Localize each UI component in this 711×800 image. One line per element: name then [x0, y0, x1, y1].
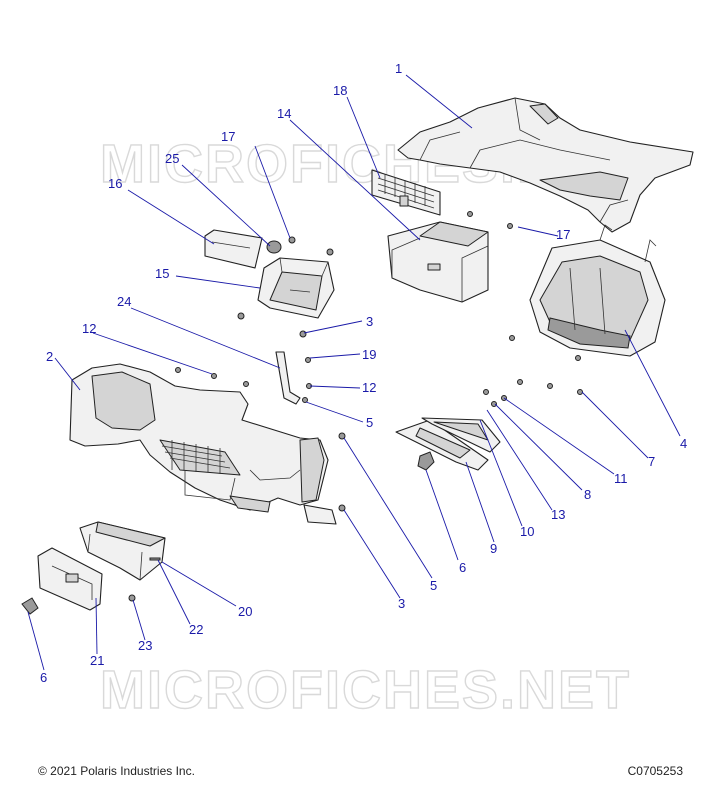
callout-5-upper: 5 — [366, 415, 373, 430]
callout-21: 21 — [90, 653, 104, 668]
callout-17-right: 17 — [556, 227, 570, 242]
callout-9: 9 — [490, 541, 497, 556]
callout-13: 13 — [551, 507, 565, 522]
callout-19: 19 — [362, 347, 376, 362]
watermark-bottom: MICROFICHES.NET — [100, 660, 631, 720]
part-grille-bracket — [371, 169, 441, 216]
part-glove-lid — [395, 419, 489, 471]
callout-4: 4 — [680, 436, 687, 451]
callout-2: 2 — [46, 349, 53, 364]
callout-20: 20 — [238, 604, 252, 619]
leader-lines — [27, 74, 681, 671]
part-vent-housing — [529, 224, 666, 357]
callout-15: 15 — [155, 266, 169, 281]
callout-25: 25 — [165, 151, 179, 166]
part-latch-lower — [21, 597, 39, 615]
part-support-bracket — [275, 351, 301, 405]
part-latch-upper — [417, 451, 435, 471]
callout-14: 14 — [277, 106, 291, 121]
callout-24: 24 — [117, 294, 131, 309]
callout-3-lower: 3 — [398, 596, 405, 611]
callout-6-lower: 6 — [40, 670, 47, 685]
callout-7: 7 — [648, 454, 655, 469]
part-upper-dash-panel — [397, 97, 694, 233]
callout-17-upper-left: 17 — [221, 129, 235, 144]
figure-code: C0705253 — [627, 764, 683, 778]
part-storage-bin — [387, 221, 489, 303]
callout-16: 16 — [108, 176, 122, 191]
part-small-cover — [204, 229, 282, 269]
part-plug — [266, 240, 282, 254]
callout-12-left: 12 — [82, 321, 96, 336]
callout-8: 8 — [584, 487, 591, 502]
part-gauge-housing — [257, 257, 335, 319]
part-door-panel — [421, 417, 501, 453]
callout-10: 10 — [520, 524, 534, 539]
callout-23: 23 — [138, 638, 152, 653]
callout-1: 1 — [395, 61, 402, 76]
callout-12-right: 12 — [362, 380, 376, 395]
callout-5-lower: 5 — [430, 578, 437, 593]
part-lower-door — [37, 547, 103, 611]
part-lower-glovebox — [79, 521, 166, 581]
callout-6-upper: 6 — [459, 560, 466, 575]
part-main-dashboard — [69, 363, 337, 525]
callout-labels: 1 18 14 17 25 16 17 15 24 3 12 19 12 2 5… — [40, 61, 687, 685]
callout-22: 22 — [189, 622, 203, 637]
callout-18: 18 — [333, 83, 347, 98]
callout-11: 11 — [614, 471, 628, 486]
copyright-text: © 2021 Polaris Industries Inc. — [38, 764, 195, 778]
callout-3-upper: 3 — [366, 314, 373, 329]
